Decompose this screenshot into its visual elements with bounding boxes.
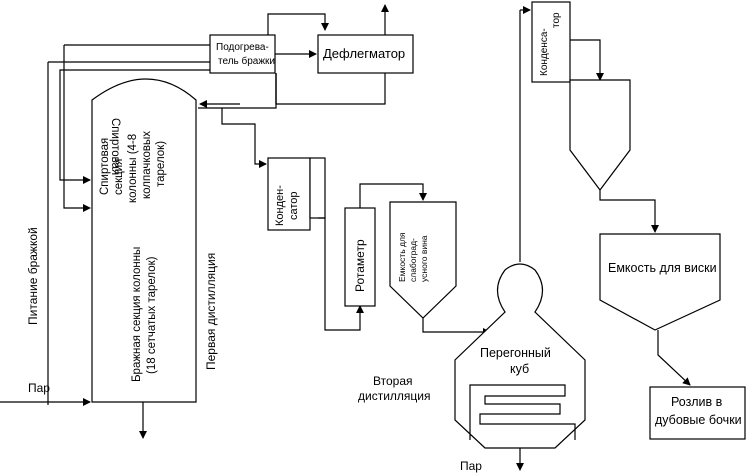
svg-text:Конден-: Конден- — [274, 185, 286, 226]
feed-line-inner — [63, 45, 91, 212]
column-wort-text: Бражная секция колонны (18 сетчатых таре… — [131, 247, 158, 382]
receiver-hopper — [569, 79, 631, 191]
condenser2-label: Конденса- тор — [539, 12, 562, 76]
hopper-to-whisky-tank — [599, 190, 659, 233]
weak-wine-tank — [389, 201, 457, 319]
feed-line-heater-out — [59, 69, 210, 184]
column-spirit-section-label: Спиртовая — [109, 118, 121, 175]
heating-coil — [469, 384, 576, 440]
wort-heater-box — [209, 34, 276, 74]
vapor-line — [198, 73, 277, 109]
wort-heater-label-2: тель бражки — [218, 55, 275, 67]
steam-inlet-label: Пар — [28, 381, 50, 395]
still-pot-label-2: куб — [510, 362, 529, 376]
svg-text:Спиртовая: Спиртовая — [109, 118, 121, 175]
svg-text:усного вина: усного вина — [419, 235, 429, 282]
svg-text:колпачковых: колпачковых — [141, 131, 153, 199]
steam-bottom-label: Пар — [460, 459, 482, 473]
condenser1-outlet — [318, 217, 364, 331]
rotameter-label: Ротаметр — [353, 239, 367, 292]
line-to-condenser1 — [221, 108, 267, 168]
second-distillation-label-2: дистилляция — [358, 389, 430, 403]
condenser2-outlet — [570, 39, 604, 81]
dephlegmator-reflux — [275, 73, 386, 105]
dephlegmator-label: Дефлегматор — [323, 46, 405, 61]
oak-casks-label-1: Розлив в — [671, 395, 723, 409]
vapor-line-top — [267, 13, 329, 35]
wort-heater-label-1: Подогрева- — [216, 42, 269, 53]
tank-to-still — [422, 318, 491, 336]
oak-casks-box — [649, 386, 746, 440]
svg-text:(18 сетчатых тарелок): (18 сетчатых тарелок) — [146, 256, 158, 374]
distillation-column — [91, 78, 197, 403]
svg-text:тарелок): тарелок) — [155, 141, 167, 187]
svg-text:слабоград-: слабоград- — [408, 238, 418, 282]
first-distillation-label: Первая дистилляция — [204, 253, 218, 370]
oak-casks-label-2: дубовые бочки — [655, 413, 742, 427]
svg-text:сатор: сатор — [288, 191, 300, 220]
svg-text:тор: тор — [551, 12, 562, 28]
condenser1-box — [267, 157, 311, 231]
whisky-tank-outlet — [657, 330, 691, 386]
condenser1-label: Конден- сатор — [274, 185, 300, 226]
whisky-tank — [599, 233, 721, 331]
condenser2-box — [531, 1, 571, 83]
weak-wine-tank-label: Емкость для слабоград- усного вина — [397, 232, 429, 282]
second-distillation-label-1: Вторая — [373, 374, 413, 388]
feed-wort-label: Питание бражкой — [26, 227, 40, 325]
rotameter-box — [344, 207, 376, 307]
svg-text:Конденса-: Конденса- — [539, 28, 550, 76]
column-spirit-text: Спиртовая секция колонны (4-8 колпачковы… — [99, 131, 167, 203]
svg-text:Емкость для: Емкость для — [397, 232, 407, 282]
still-pot-label-1: Перегонный — [480, 346, 551, 360]
svg-text:секция: секция — [113, 159, 125, 195]
still-pot — [454, 263, 586, 449]
condenser1-pipe — [309, 157, 326, 219]
svg-text:Бражная секция колонны: Бражная секция колонны — [131, 247, 143, 382]
whisky-tank-label: Емкость для виски — [608, 261, 717, 275]
svg-text:Спиртовая: Спиртовая — [99, 138, 111, 195]
rotameter-to-tank — [359, 183, 427, 208]
dephlegmator-box — [317, 34, 414, 74]
svg-text:колонны (4-8: колонны (4-8 — [127, 134, 139, 203]
